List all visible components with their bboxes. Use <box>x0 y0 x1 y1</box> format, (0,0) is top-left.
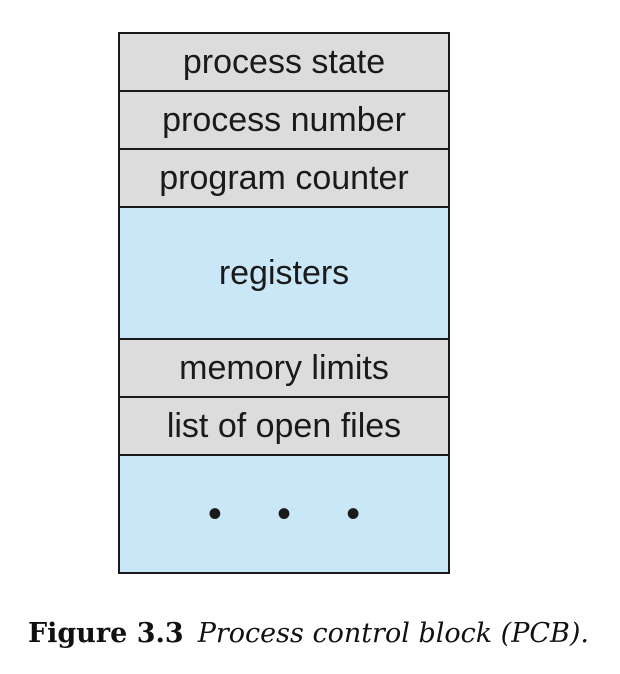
pcb-row-process-state: process state <box>120 34 448 92</box>
figure-caption: Figure 3.3 Process control block (PCB). <box>28 618 589 649</box>
pcb-row-open-files: list of open files <box>120 398 448 456</box>
pcb-row-registers: registers <box>120 208 448 340</box>
figure-number: Figure 3.3 <box>28 618 184 649</box>
figure-title: Process control block (PCB). <box>197 618 589 649</box>
pcb-row-program-counter: program counter <box>120 150 448 208</box>
pcb-diagram: process state process number program cou… <box>118 32 450 574</box>
pcb-row-memory-limits: memory limits <box>120 340 448 398</box>
pcb-row-process-number: process number <box>120 92 448 150</box>
pcb-row-ellipsis: • • • <box>120 456 448 572</box>
